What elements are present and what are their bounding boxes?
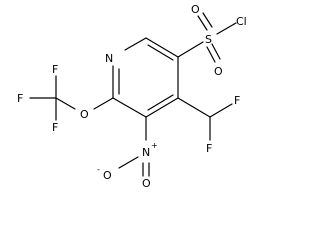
cf3-fluorine-bottom-label: F	[52, 121, 58, 134]
bond-nitro-n-o-left	[118, 156, 139, 169]
bond-o-ether-cf3	[55, 97, 76, 110]
sulfur-label: S	[205, 33, 212, 46]
bond-c5-s	[177, 41, 204, 58]
cf3-fluorine-top-label: F	[52, 63, 58, 76]
bond-c6-c5	[145, 37, 179, 58]
bond-c2-o-ether	[93, 97, 114, 110]
chf2-fluorine-bottom-label: F	[206, 142, 212, 155]
sulfonyl-chlorine-label: Cl	[236, 15, 247, 28]
nitro-oxygen-down-label: O	[142, 177, 151, 190]
ring-nitrogen-label: N	[105, 52, 113, 65]
cf3-fluorine-left-label: F	[17, 92, 23, 105]
nitro-nitrogen-charge: +	[151, 141, 158, 150]
structure-diagram: N Cl S O O F F F O F F N + O - O	[17, 3, 247, 190]
molecule-drawing: N Cl S O O F F F O F F N + O - O	[17, 3, 247, 190]
chf2-fluorine-right-label: F	[234, 94, 240, 107]
bond-s-o-lower-a	[206, 46, 216, 63]
bond-c3-c2	[112, 97, 147, 118]
bond-s-o-upper-b	[202, 12, 213, 28]
bond-s-o-upper-a	[197, 15, 208, 31]
bond-c4-chf2	[177, 97, 211, 118]
bond-s-cl	[216, 22, 237, 35]
ether-oxygen-label: O	[80, 108, 89, 121]
bond-c6-c5-inner	[147, 44, 174, 61]
nitro-oxygen-left-label: O	[103, 169, 112, 182]
bond-c4-c3-inner	[147, 94, 174, 111]
bond-s-o-lower-b	[211, 43, 221, 60]
bond-c4-c3	[145, 97, 179, 118]
nitro-oxygen-left-charge: -	[97, 165, 100, 174]
bond-n-c6	[124, 37, 147, 51]
sulfonyl-oxygen-lower-label: O	[214, 65, 223, 78]
nitro-nitrogen-label: N	[142, 146, 150, 159]
sulfonyl-oxygen-upper-label: O	[191, 3, 200, 16]
bond-chf2-f-right	[209, 103, 233, 118]
